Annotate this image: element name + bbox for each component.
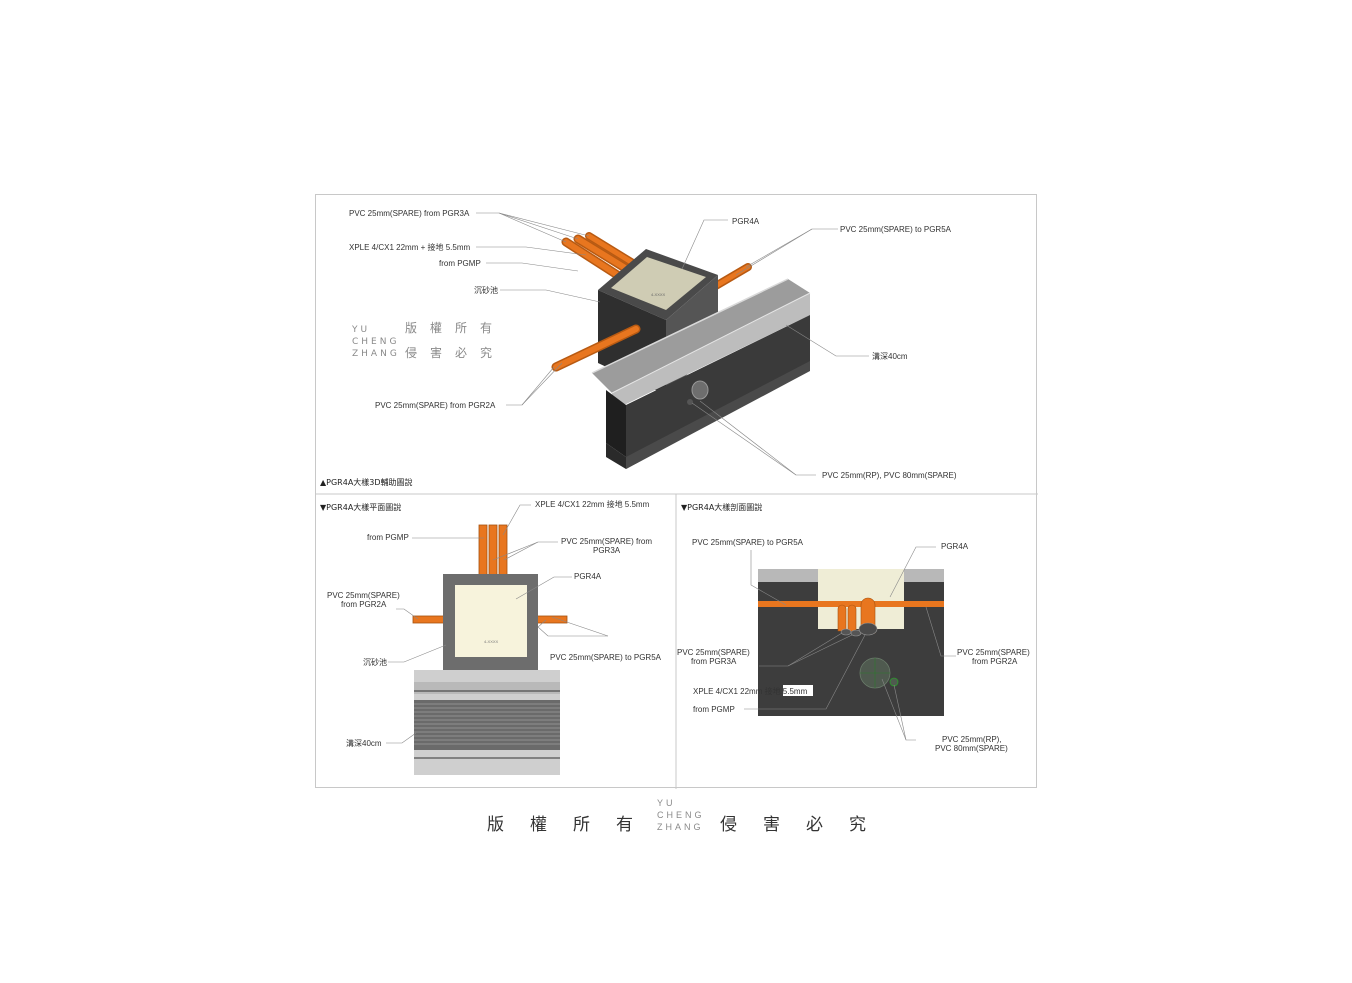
bottom-wm-char: 必 — [806, 815, 823, 835]
svg-text:究: 究 — [480, 345, 492, 360]
svg-text:權: 權 — [430, 321, 442, 335]
iso-pipes-back — [561, 232, 752, 291]
bottom-wm-latin: YU — [657, 798, 676, 808]
section-label-pvc-spare-from-pgr3a-2: from PGR3A — [691, 657, 737, 666]
plan-pit-inner — [455, 585, 527, 657]
plan-label-pvc-spare-to-pgr5a: PVC 25mm(SPARE) to PGR5A — [550, 653, 662, 662]
iso-leaders — [476, 212, 869, 476]
iso-label-sand-pit: 沉砂池 — [474, 285, 498, 295]
section-caption: ▼PGR4A大樣剖面圖說 — [681, 502, 762, 512]
plan-label-sand-pit: 沉砂池 — [363, 657, 387, 667]
iso-caption: ▲PGR4A大樣3D輔助圖說 — [320, 477, 413, 487]
section-label-pvc-spare-from-pgr3a-1: PVC 25mm(SPARE) — [677, 648, 750, 657]
iso-label-pvc-spare-from-pgr3a: PVC 25mm(SPARE) from PGR3A — [349, 209, 470, 218]
section-label-xple: XPLE 4/CX1 22mm 接地 5.5mm — [693, 686, 808, 696]
plan-trench — [414, 670, 560, 775]
bottom-wm-char: 權 — [530, 815, 547, 835]
svg-text:所: 所 — [455, 321, 467, 335]
plan-label-pvc-spare-from-pgr3a-2: PGR3A — [593, 546, 621, 555]
section-label-from-pgmp: from PGMP — [693, 705, 735, 714]
section-label-pvc-spare-from-pgr2a-2: from PGR2A — [972, 657, 1018, 666]
plan-label-pvc-spare-from-pgr3a-1: PVC 25mm(SPARE) from — [561, 537, 652, 546]
bottom-wm-latin: CHENG — [657, 810, 705, 820]
bottom-wm-latin: ZHANG — [657, 822, 704, 832]
plan-pipes-top — [478, 524, 508, 576]
plan-label-xple: XPLE 4/CX1 22mm 接地 5.5mm — [535, 499, 650, 509]
plan-panel: ▼PGR4A大樣平面圖說 4-XXXX — [320, 499, 662, 775]
iso-label-xple: XPLE 4/CX1 22mm + 接地 5.5mm — [349, 242, 470, 252]
section-label-pvc-rp-2: PVC 80mm(SPARE) — [935, 744, 1008, 753]
plan-label-pgr4a: PGR4A — [574, 572, 602, 581]
plan-label-from-pgmp: from PGMP — [367, 533, 409, 542]
iso-pipe-front — [551, 324, 641, 372]
bottom-wm-char: 版 — [487, 815, 504, 835]
section-panel: ▼PGR4A大樣剖面圖說 — [677, 502, 1030, 753]
plan-pipe-left — [412, 615, 446, 624]
plan-label-ditch-depth: 溝深40cm — [346, 738, 382, 748]
plan-label-pvc-spare-from-pgr2a-1: PVC 25mm(SPARE) — [327, 591, 400, 600]
drawing-svg: 4-XXXX — [316, 209, 1038, 789]
svg-text:有: 有 — [480, 321, 492, 335]
panel-watermark: YU CHENG ZHANG 版 權 所 有 侵 害 必 究 — [351, 321, 492, 360]
iso-label-pgr4a: PGR4A — [732, 217, 760, 226]
section-label-box — [783, 685, 813, 696]
iso-label-ditch-depth: 溝深40cm — [872, 351, 908, 361]
drawing-sheet: 4-XXXX — [315, 194, 1038, 789]
svg-text:YU: YU — [351, 325, 370, 335]
plan-label-pvc-spare-from-pgr2a-2: from PGR2A — [341, 600, 387, 609]
section-leaders — [744, 546, 956, 741]
bottom-wm-char: 究 — [849, 815, 866, 835]
plan-caption: ▼PGR4A大樣平面圖說 — [320, 502, 401, 512]
svg-text:必: 必 — [455, 346, 467, 360]
iso-label-pvc-spare-to-pgr5a: PVC 25mm(SPARE) to PGR5A — [840, 225, 952, 234]
bottom-wm-char: 所 — [573, 815, 590, 835]
iso-label-from-pgmp: from PGMP — [439, 259, 481, 268]
iso-label-pvc-rp: PVC 25mm(RP), PVC 80mm(SPARE) — [822, 471, 957, 480]
section-pipes-vertical — [837, 597, 878, 637]
svg-text:版: 版 — [405, 321, 417, 335]
bottom-wm-char: 害 — [763, 815, 780, 835]
svg-text:害: 害 — [430, 345, 442, 360]
bottom-wm-char: 有 — [616, 815, 633, 835]
plan-leaders — [386, 504, 609, 744]
svg-text:CHENG: CHENG — [352, 337, 399, 347]
svg-text:ZHANG: ZHANG — [352, 349, 400, 359]
iso-panel: 4-XXXX — [320, 209, 957, 487]
svg-text:4-XXXX: 4-XXXX — [484, 639, 499, 644]
svg-text:侵: 侵 — [405, 345, 417, 360]
section-pipe-horizontal — [758, 601, 944, 607]
bottom-wm-char: 侵 — [720, 815, 737, 835]
section-label-pvc-spare-from-pgr2a-1: PVC 25mm(SPARE) — [957, 648, 1030, 657]
section-label-pvc-spare-to-pgr5a: PVC 25mm(SPARE) to PGR5A — [692, 538, 804, 547]
svg-text:4-XXXX: 4-XXXX — [651, 292, 666, 297]
iso-label-pvc-spare-from-pgr2a: PVC 25mm(SPARE) from PGR2A — [375, 401, 496, 410]
section-label-pvc-rp-1: PVC 25mm(RP), — [942, 735, 1002, 744]
section-label-pgr4a: PGR4A — [941, 542, 969, 551]
